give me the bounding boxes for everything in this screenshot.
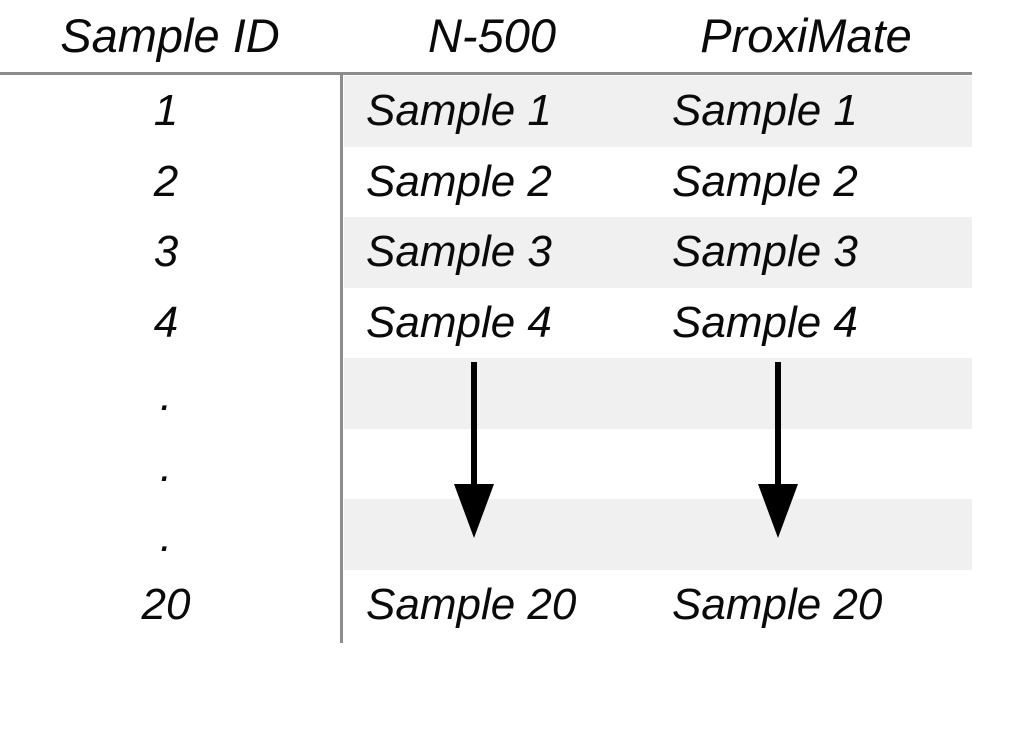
cell-n-500 (366, 499, 656, 570)
cell-sample-id: 20 (141, 579, 191, 629)
cell-sample-id: 2 (153, 156, 179, 206)
header-divider-rule (0, 72, 972, 75)
row-stripe-band (344, 76, 972, 570)
cell-proximate: Sample 1 (672, 86, 858, 136)
cell-n-500 (366, 358, 656, 429)
cell-n-500 (366, 429, 656, 500)
cell-sample-id-ellipsis: . (159, 441, 173, 491)
table-row: 1 Sample 1 Sample 1 (0, 76, 1024, 147)
cell-sample-id-ellipsis: . (159, 371, 173, 420)
column-header-sample-id: Sample ID (60, 9, 280, 62)
cell-proximate (672, 358, 962, 429)
down-arrow-icon (756, 362, 800, 540)
table-row-ellipsis: . (0, 499, 1024, 570)
cell-proximate: Sample 20 (672, 579, 883, 629)
down-arrow-icon (452, 362, 496, 540)
row-stripe (344, 76, 972, 147)
cell-proximate: Sample 2 (672, 156, 858, 206)
cell-n-500: Sample 4 (366, 297, 552, 347)
table-row: 2 Sample 2 Sample 2 (0, 147, 1024, 218)
cell-proximate: Sample 4 (672, 297, 858, 347)
column-header-proximate: ProxiMate (700, 9, 912, 62)
row-stripe (344, 499, 972, 570)
cell-proximate (672, 429, 962, 500)
table-row-ellipsis: . (0, 358, 1024, 429)
cell-proximate (672, 499, 962, 570)
cell-n-500: Sample 20 (366, 579, 577, 629)
row-stripe (344, 358, 972, 429)
cell-n-500: Sample 1 (366, 86, 552, 136)
cell-n-500: Sample 2 (366, 156, 552, 206)
column-header-n-500: N-500 (427, 9, 556, 62)
table-row: 20 Sample 20 Sample 20 (0, 570, 1024, 641)
table-body: 1 Sample 1 Sample 1 2 Sample 2 Sample 2 … (0, 76, 1024, 640)
cell-n-500: Sample 3 (366, 227, 552, 277)
cell-sample-id: 1 (153, 86, 179, 136)
table-row: 3 Sample 3 Sample 3 (0, 217, 1024, 288)
row-stripe (344, 217, 972, 288)
cell-proximate: Sample 3 (672, 227, 858, 277)
cell-sample-id: 3 (153, 227, 179, 277)
column-divider-rule (340, 74, 343, 643)
table-row-ellipsis: . (0, 429, 1024, 500)
cell-sample-id: 4 (153, 297, 179, 347)
table-row: 4 Sample 4 Sample 4 (0, 288, 1024, 359)
cell-sample-id-ellipsis: . (159, 512, 173, 561)
